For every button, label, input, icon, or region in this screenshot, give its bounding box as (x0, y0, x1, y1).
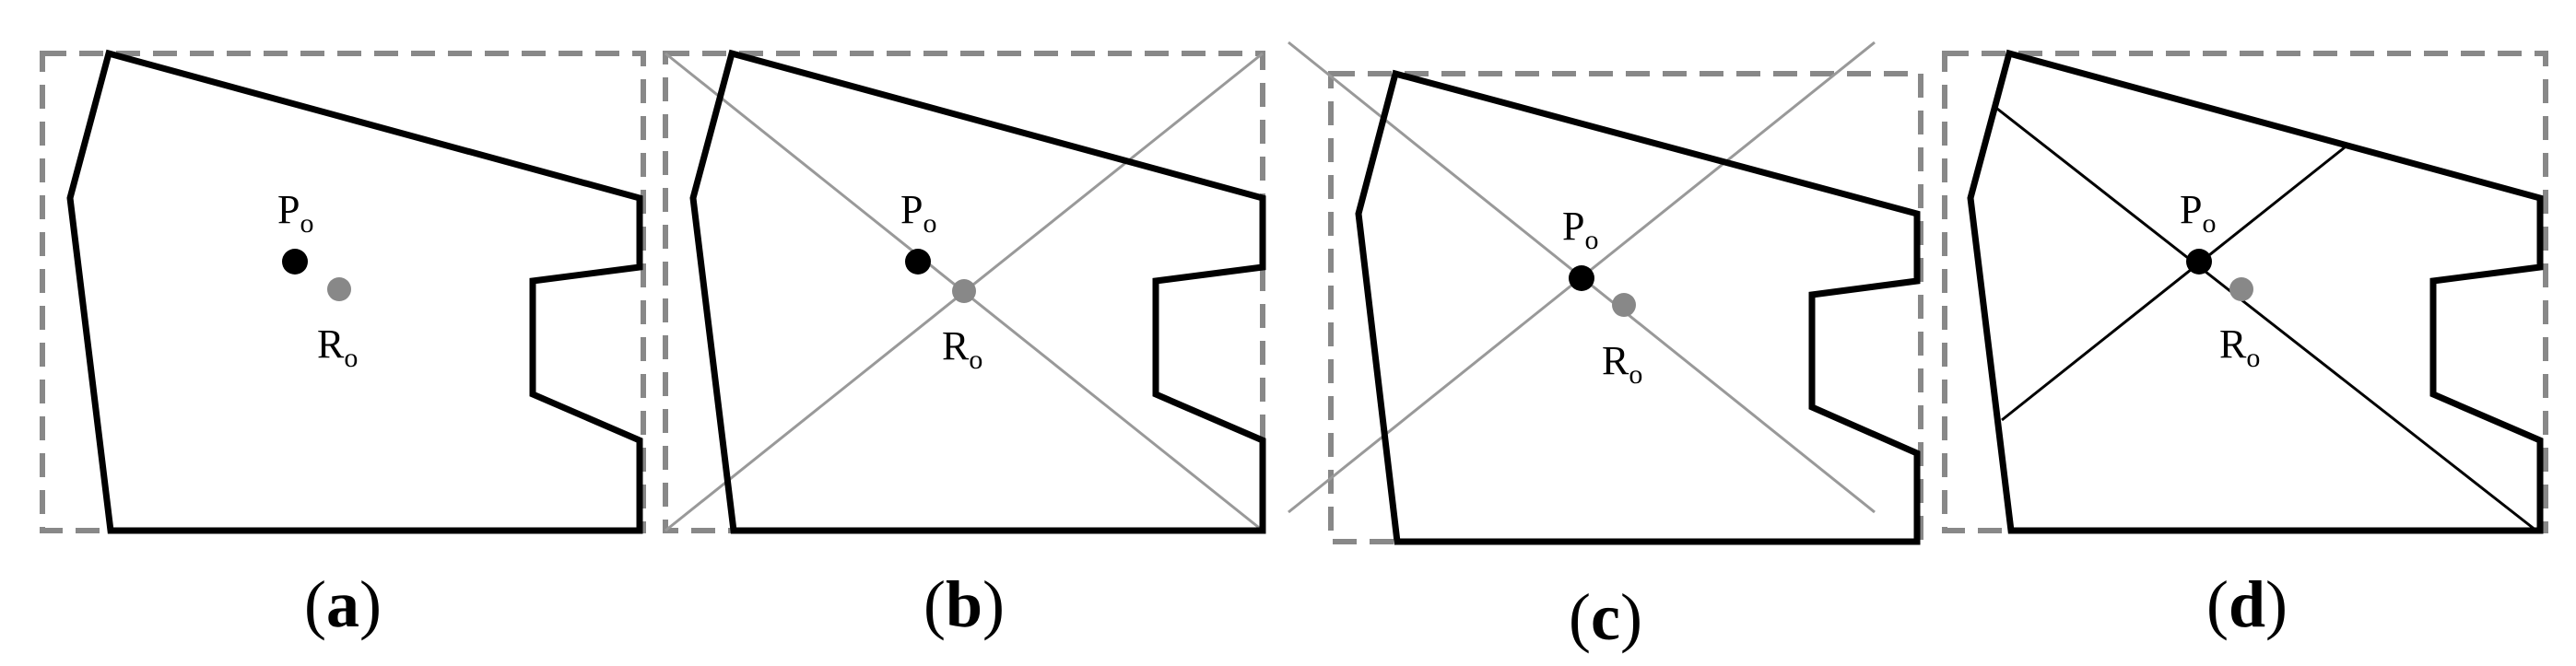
panel-d-caption: (d) (2206, 567, 2288, 641)
panel-b-label-r: Ro (942, 323, 982, 375)
panel-d-diagonal-1 (1996, 107, 2537, 532)
panel-b: Po Ro (b) (663, 49, 1266, 641)
panel-a-polygon (66, 49, 643, 534)
panel-a-label-p: Po (277, 187, 313, 239)
panel-c-point-p (1569, 265, 1594, 291)
panel-a-point-p (282, 249, 308, 275)
panel-c-caption: (c) (1569, 580, 1642, 654)
panel-d-point-r (2229, 277, 2253, 301)
panel-d-label-r: Ro (2219, 321, 2260, 373)
panel-d-label-p: Po (2180, 187, 2216, 239)
panel-c-polygon (1355, 69, 1921, 545)
panel-a: Po Ro (a) (40, 49, 646, 641)
panel-b-point-p (905, 249, 931, 275)
panel-d-polygon (1967, 49, 2544, 534)
panel-d: Po Ro (d) (1942, 49, 2548, 641)
panel-c: Po Ro (c) (1288, 41, 1923, 654)
panel-b-polygon (689, 49, 1266, 534)
panel-a-caption: (a) (304, 567, 382, 641)
panel-b-caption: (b) (923, 567, 1005, 641)
panel-c-bounding-box (1328, 71, 1923, 544)
panel-a-label-r: Ro (317, 321, 358, 373)
panel-d-point-p (2186, 249, 2212, 275)
panel-c-label-p: Po (1562, 204, 1598, 255)
panel-b-point-r (952, 279, 976, 303)
panel-c-point-r (1612, 293, 1636, 317)
panel-d-diagonal-2 (2001, 146, 2346, 422)
panel-a-point-r (327, 277, 351, 301)
panel-c-label-r: Ro (1602, 338, 1642, 390)
panel-b-label-p: Po (900, 187, 936, 239)
